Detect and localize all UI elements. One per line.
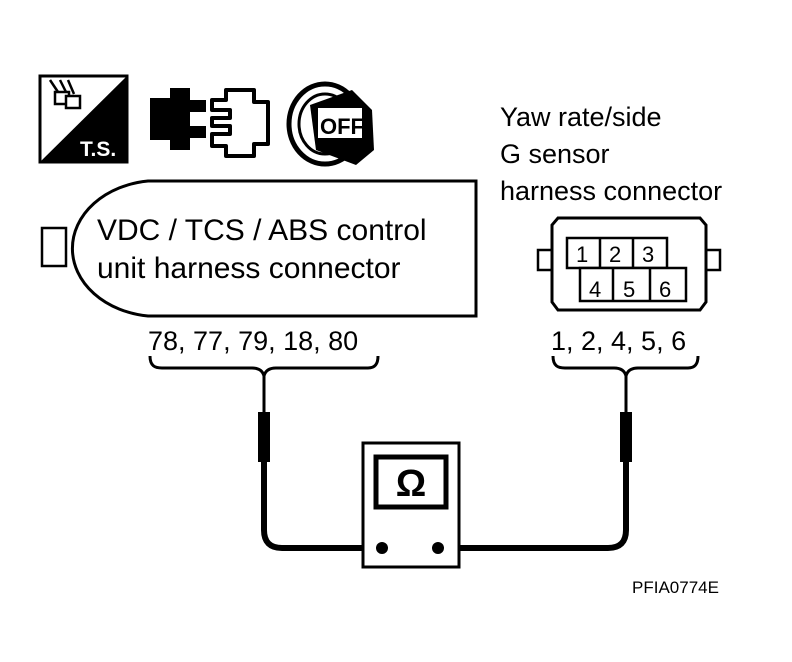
right-brace [551,355,700,377]
left-brace [148,355,380,377]
pin-2: 2 [609,242,621,267]
control-unit-terminals: 78, 77, 79, 18, 80 [148,326,358,356]
control-unit-label-line1: VDC / TCS / ABS control [97,214,427,247]
ignition-off-icon: OFF [286,81,374,167]
control-unit-label-line2: unit harness connector [97,252,401,285]
ohmmeter: Ω [361,441,461,569]
control-unit-connector: VDC / TCS / ABS control unit harness con… [40,179,478,318]
sensor-connector: 1 2 3 4 5 6 [536,216,722,312]
pin-3: 3 [642,242,654,267]
pin-5: 5 [623,277,635,302]
ohm-symbol: Ω [396,463,426,505]
pin-1: 1 [576,242,588,267]
sensor-label-line1: Yaw rate/side [500,102,662,132]
svg-text:T.S.: T.S. [80,138,116,161]
pin-4: 4 [589,277,601,302]
sensor-label-line2: G sensor [500,139,610,169]
pin-6: 6 [659,277,671,302]
test-leads [258,376,632,551]
connector-disconnected-icon [150,88,270,158]
svg-text:OFF: OFF [320,114,364,139]
sensor-terminals: 1, 2, 4, 5, 6 [551,326,686,356]
ts-tester-icon: T.S. [38,74,129,164]
figure-code: PFIA0774E [632,578,719,597]
sensor-label-line3: harness connector [500,176,722,206]
